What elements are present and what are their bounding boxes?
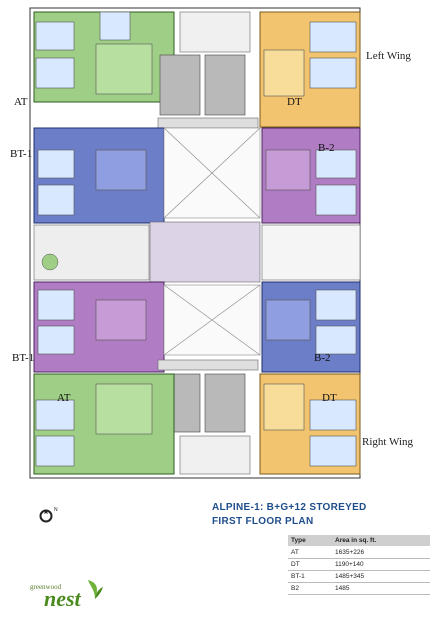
floor-plan-drawing bbox=[29, 7, 361, 479]
logo-greenwood-text: greenwood bbox=[30, 583, 62, 591]
unit-label-b2-upper: B-2 bbox=[318, 142, 335, 154]
table-cell-area: 1485 bbox=[332, 582, 430, 595]
table-cell-type: DT bbox=[288, 558, 332, 571]
logo-nest-text: nest bbox=[44, 586, 81, 611]
table-cell-area: 1485+345 bbox=[332, 570, 430, 583]
unit-label-bt1-upper: BT-1 bbox=[10, 148, 33, 160]
right-wing-label: Right Wing bbox=[362, 436, 413, 448]
area-table: Type Area in sq. ft. AT 1635+226 DT 1190… bbox=[288, 535, 430, 595]
table-cell-type: AT bbox=[288, 546, 332, 559]
courtyard-upper bbox=[163, 127, 261, 219]
area-table-header-area: Area in sq. ft. bbox=[332, 535, 430, 547]
unit-b2-upper bbox=[261, 127, 361, 224]
unit-at-top bbox=[33, 11, 175, 103]
table-cell-area: 1190+140 bbox=[332, 558, 430, 571]
table-row: AT 1635+226 bbox=[288, 546, 430, 559]
leaf-logo-icon bbox=[88, 580, 103, 599]
unit-bt1-upper bbox=[33, 127, 165, 224]
table-cell-type: BT-1 bbox=[288, 570, 332, 583]
area-table-header-type: Type bbox=[288, 535, 332, 547]
unit-label-at-bottom: AT bbox=[57, 392, 71, 404]
open-terrace-middle bbox=[33, 221, 361, 283]
left-wing-label: Left Wing bbox=[366, 50, 411, 62]
unit-label-b2-lower: B-2 bbox=[314, 352, 331, 364]
unit-label-bt1-lower: BT-1 bbox=[12, 352, 35, 364]
plan-title: ALPINE-1: B+G+12 STOREYED bbox=[212, 502, 367, 513]
unit-label-dt-top: DT bbox=[287, 96, 302, 108]
compass-north-mark: N bbox=[54, 507, 58, 513]
area-table-header-row: Type Area in sq. ft. bbox=[288, 535, 430, 547]
unit-dt-top bbox=[259, 11, 361, 128]
table-row: B2 1485 bbox=[288, 582, 430, 595]
table-cell-type: B2 bbox=[288, 582, 332, 595]
core-top bbox=[157, 11, 259, 129]
unit-b2-lower bbox=[261, 281, 361, 373]
unit-dt-bottom bbox=[259, 373, 361, 475]
courtyard-lower bbox=[163, 284, 261, 356]
table-row: BT-1 1485+345 bbox=[288, 570, 430, 583]
unit-at-bottom bbox=[33, 373, 175, 475]
plan-subtitle: FIRST FLOOR PLAN bbox=[212, 516, 314, 527]
north-compass-icon bbox=[39, 509, 53, 523]
unit-label-at-top: AT bbox=[14, 96, 28, 108]
table-row: DT 1190+140 bbox=[288, 558, 430, 571]
unit-label-dt-bottom: DT bbox=[322, 392, 337, 404]
unit-bt1-lower bbox=[33, 281, 165, 373]
table-cell-area: 1635+226 bbox=[332, 546, 430, 559]
